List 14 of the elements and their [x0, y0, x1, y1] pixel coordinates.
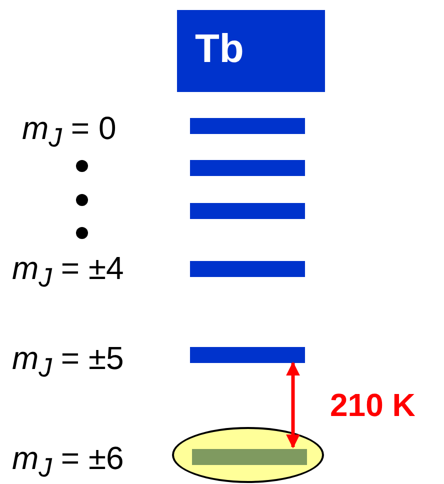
level-label: m$_{J}$ = ±5 [12, 340, 124, 384]
title-box [177, 10, 325, 92]
edge-label: 210 K [330, 387, 416, 423]
level-label: m$_{J}$ = ±6 [12, 440, 124, 484]
energy-level-bar [190, 347, 305, 363]
level-label: m$_{J}$ = ±4 [12, 250, 124, 294]
energy-level-bar [190, 203, 305, 219]
element-symbol: Tb [195, 26, 244, 72]
energy-level-bar [190, 261, 305, 277]
energy-level-bar [190, 160, 305, 176]
energy-level-bar [190, 118, 305, 134]
level-label: m$_{J}$ = 0 [22, 110, 116, 154]
double-arrow [286, 362, 300, 448]
energy-level-bar [192, 449, 307, 465]
